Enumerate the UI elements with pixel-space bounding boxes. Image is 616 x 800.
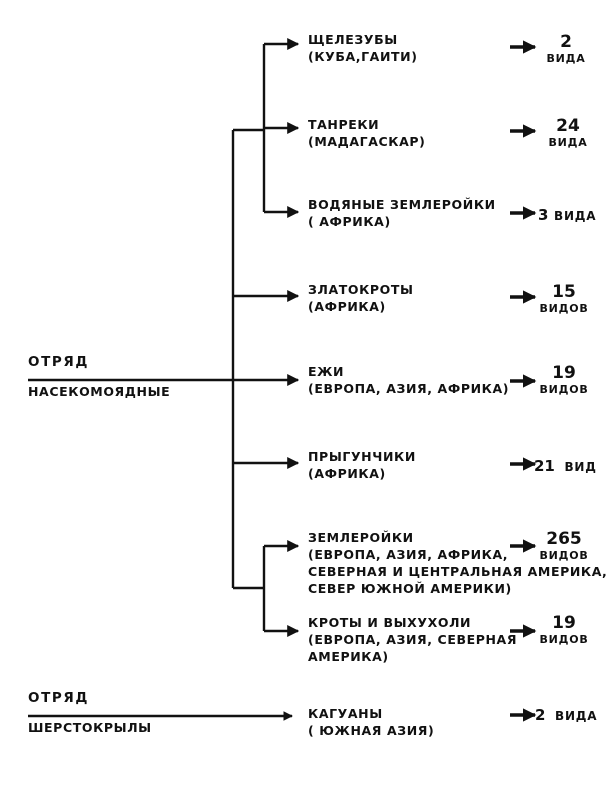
group-label-golden-moles: ЗЛАТОКРОТЫ (АФРИКА) <box>308 281 414 315</box>
group-label-solenodons: ЩЕЛЕЗУБЫ (КУБА,ГАИТИ) <box>308 31 418 65</box>
order-insectivora-rank: ОТРЯД <box>28 354 89 370</box>
group-range: (КУБА,ГАИТИ) <box>308 49 418 64</box>
count-unit: ВИДА <box>554 209 597 223</box>
count-unit: ВИДОВ <box>539 549 589 562</box>
group-name: ВОДЯНЫЕ ЗЕМЛЕРОЙКИ <box>308 197 496 212</box>
species-count-tenrecs: 24 ВИДА <box>542 116 594 150</box>
count-value: 265 <box>546 529 582 549</box>
group-range: (ЕВРОПА, АЗИЯ, СЕВЕРНАЯ <box>308 632 518 647</box>
species-count-otter-shrews: 3 ВИДА <box>538 206 596 225</box>
count-unit: ВИД <box>564 460 597 474</box>
group-range: (ЕВРОПА, АЗИЯ, АФРИКА, <box>308 547 509 562</box>
count-value: 19 <box>552 613 576 633</box>
group-label-elephant-shrews: ПРЫГУНЧИКИ (АФРИКА) <box>308 448 416 482</box>
count-value: 2 <box>535 706 546 724</box>
group-range: ( АФРИКА) <box>308 214 391 229</box>
species-count-shrews: 265 ВИДОВ <box>536 529 592 563</box>
count-unit: ВИДОВ <box>539 302 589 315</box>
group-range: (ЕВРОПА, АЗИЯ, АФРИКА) <box>308 381 510 396</box>
group-range: (МАДАГАСКАР) <box>308 134 426 149</box>
count-value: 24 <box>556 116 580 136</box>
count-value: 3 <box>538 206 549 224</box>
group-name: ТАНРЕКИ <box>308 117 380 132</box>
species-count-moles: 19 ВИДОВ <box>536 613 592 647</box>
group-range-cont: СЕВЕРНАЯ И ЦЕНТРАЛЬНАЯ АМЕРИКА, <box>308 564 608 579</box>
count-unit: ВИДА <box>548 136 588 149</box>
group-label-tenrecs: ТАНРЕКИ (МАДАГАСКАР) <box>308 116 425 150</box>
group-range: (АФРИКА) <box>308 466 386 481</box>
count-unit: ВИДА <box>546 52 586 65</box>
group-range: (АФРИКА) <box>308 299 386 314</box>
group-name: ПРЫГУНЧИКИ <box>308 449 416 464</box>
group-label-moles: КРОТЫ И ВЫХУХОЛИ (ЕВРОПА, АЗИЯ, СЕВЕРНАЯ… <box>308 614 517 665</box>
order-dermoptera-label: ОТРЯД ШЕРСТОКРЫЛЫ <box>28 690 152 736</box>
species-count-hedgehogs: 19 ВИДОВ <box>536 363 592 397</box>
group-range-cont: СЕВЕР ЮЖНОЙ АМЕРИКИ) <box>308 581 512 596</box>
group-name: ЗЛАТОКРОТЫ <box>308 282 414 297</box>
group-label-colugos: КАГУАНЫ ( ЮЖНАЯ АЗИЯ) <box>308 705 434 739</box>
order-dermoptera-name: ШЕРСТОКРЫЛЫ <box>28 720 152 735</box>
group-range-cont: АМЕРИКА) <box>308 649 389 664</box>
group-name: КРОТЫ И ВЫХУХОЛИ <box>308 615 472 630</box>
count-value: 15 <box>552 282 576 302</box>
group-label-hedgehogs: ЕЖИ (ЕВРОПА, АЗИЯ, АФРИКА) <box>308 363 509 397</box>
count-unit: ВИДОВ <box>539 633 589 646</box>
count-unit: ВИДА <box>555 709 598 723</box>
count-value: 19 <box>552 363 576 383</box>
group-range: ( ЮЖНАЯ АЗИЯ) <box>308 723 435 738</box>
group-label-otter-shrews: ВОДЯНЫЕ ЗЕМЛЕРОЙКИ ( АФРИКА) <box>308 196 496 230</box>
count-value: 2 <box>560 32 572 52</box>
species-count-golden-moles: 15 ВИДОВ <box>536 282 592 316</box>
group-name: ЩЕЛЕЗУБЫ <box>308 32 398 47</box>
group-name: КАГУАНЫ <box>308 706 383 721</box>
order-insectivora-label: ОТРЯД НАСЕКОМОЯДНЫЕ <box>28 354 170 400</box>
species-count-colugos: 2 ВИДА <box>535 706 597 725</box>
group-label-shrews: ЗЕМЛЕРОЙКИ (ЕВРОПА, АЗИЯ, АФРИКА, СЕВЕРН… <box>308 529 607 597</box>
order-dermoptera-rank: ОТРЯД <box>28 690 89 706</box>
species-count-solenodons: 2 ВИДА <box>540 32 592 66</box>
count-value: 21 <box>534 457 555 475</box>
group-name: ЗЕМЛЕРОЙКИ <box>308 530 414 545</box>
order-insectivora-name: НАСЕКОМОЯДНЫЕ <box>28 384 171 399</box>
group-name: ЕЖИ <box>308 364 345 379</box>
count-unit: ВИДОВ <box>539 383 589 396</box>
species-count-elephant-shrews: 21 ВИД <box>534 457 597 476</box>
